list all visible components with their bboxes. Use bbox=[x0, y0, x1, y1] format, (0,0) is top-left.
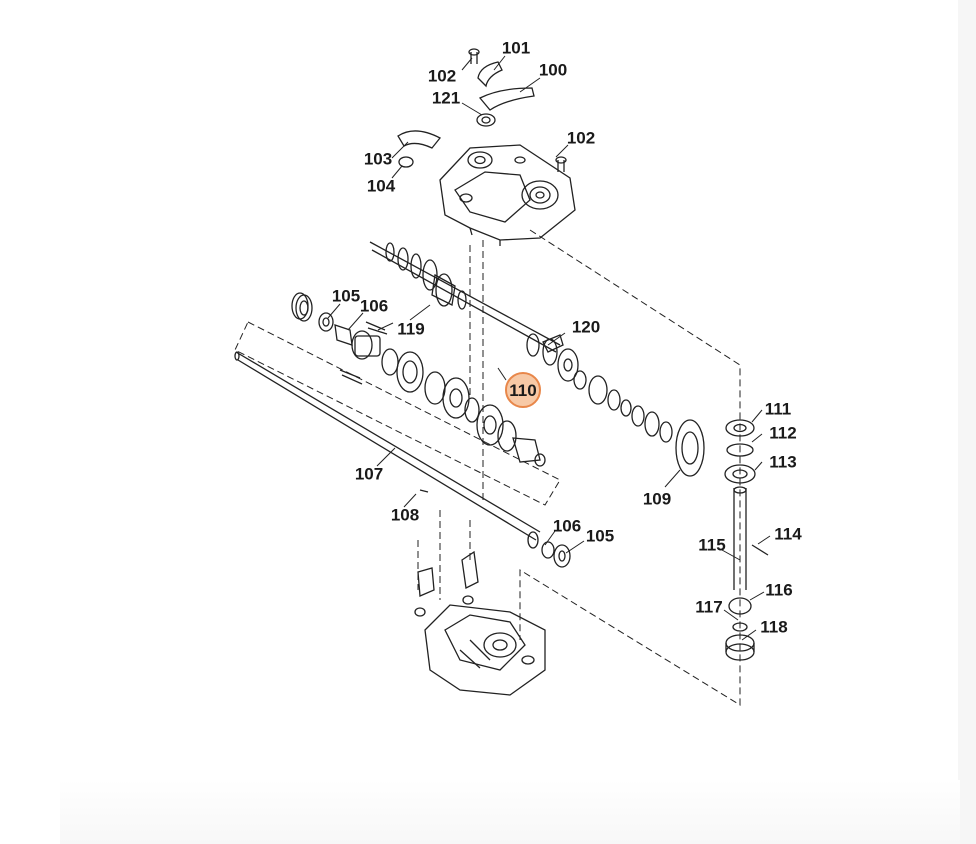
callout-106[interactable]: 106 bbox=[359, 296, 389, 316]
callout-105-lower[interactable]: 105 bbox=[585, 526, 615, 546]
page-edge bbox=[958, 0, 976, 844]
callout-108[interactable]: 108 bbox=[390, 505, 420, 525]
callout-102[interactable]: 102 bbox=[427, 66, 457, 86]
callout-111[interactable]: 111 bbox=[764, 399, 792, 419]
upper-housing bbox=[439, 144, 576, 246]
vertical-shaft-assembly bbox=[724, 419, 769, 661]
callout-113[interactable]: 113 bbox=[769, 452, 797, 472]
callout-105[interactable]: 105 bbox=[331, 286, 361, 306]
callout-118[interactable]: 118 bbox=[760, 617, 788, 637]
callout-100[interactable]: 100 bbox=[538, 60, 568, 80]
right-gear-train bbox=[557, 348, 705, 477]
callout-119[interactable]: 119 bbox=[397, 319, 425, 339]
callout-115[interactable]: 115 bbox=[698, 535, 726, 555]
callout-103[interactable]: 103 bbox=[363, 149, 393, 169]
shift-lever-parts bbox=[397, 48, 567, 172]
callout-104[interactable]: 104 bbox=[366, 176, 396, 196]
callout-116[interactable]: 116 bbox=[765, 580, 793, 600]
upper-shaft-assembly bbox=[369, 241, 564, 366]
callout-106-lower[interactable]: 106 bbox=[552, 516, 582, 536]
callout-121[interactable]: 121 bbox=[431, 88, 461, 108]
main-shaft bbox=[234, 351, 571, 568]
callout-107[interactable]: 107 bbox=[354, 464, 384, 484]
assembly-guide-lines bbox=[234, 229, 741, 706]
callout-102-right[interactable]: 102 bbox=[566, 128, 596, 148]
page-shade bbox=[60, 780, 960, 844]
callout-114[interactable]: 114 bbox=[774, 524, 802, 544]
lower-housing bbox=[414, 550, 546, 696]
callout-117[interactable]: 117 bbox=[695, 597, 723, 617]
callout-120[interactable]: 120 bbox=[571, 317, 601, 337]
left-bearings bbox=[291, 292, 399, 376]
callout-110-highlighted[interactable]: 110 bbox=[505, 372, 541, 408]
middle-gear-stack bbox=[339, 351, 546, 467]
leader-lines bbox=[327, 55, 771, 641]
callout-112[interactable]: 112 bbox=[769, 423, 797, 443]
callout-101[interactable]: 101 bbox=[501, 38, 531, 58]
callout-109[interactable]: 109 bbox=[642, 489, 672, 509]
